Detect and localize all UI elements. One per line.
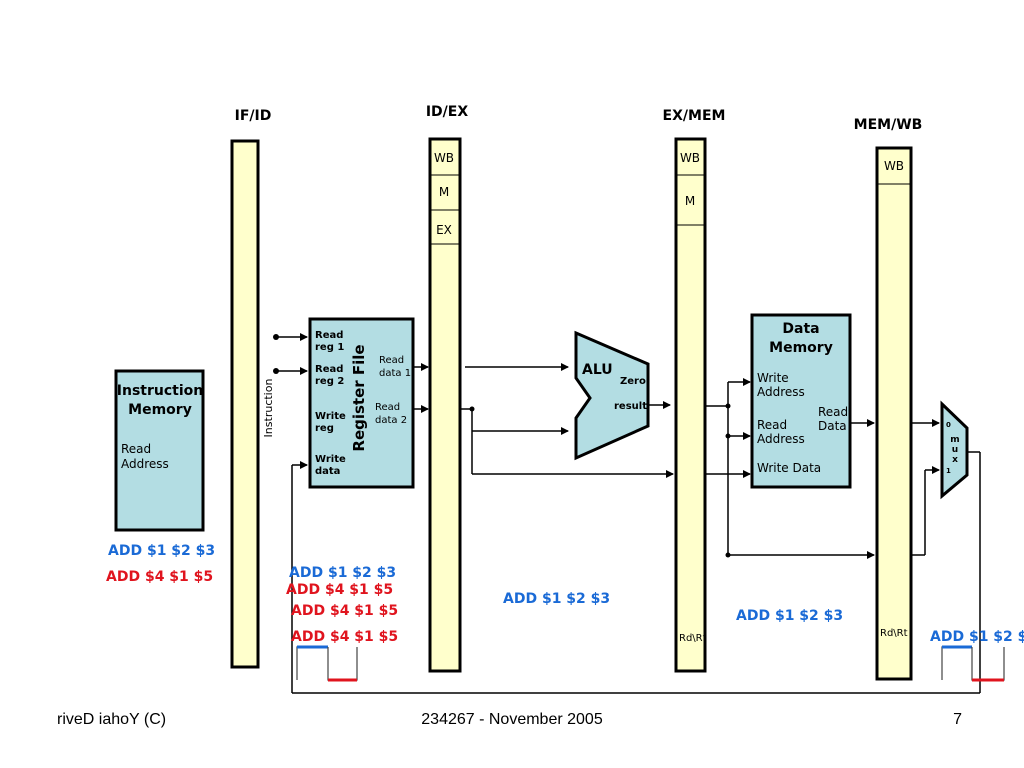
register-file-outputs <box>413 363 429 413</box>
footer-page-number: 7 <box>953 711 962 728</box>
ex-mem-field-wb: WB <box>680 151 700 165</box>
fetch-instruction-red: ADD $4 $1 $5 <box>106 569 213 585</box>
read-address-label-2: Address <box>757 432 805 446</box>
id-ex-bar <box>428 137 462 673</box>
instruction-memory: Instruction Memory Read Address <box>114 369 205 532</box>
mem-wb-bar <box>875 146 913 681</box>
instruction-memory-title-2: Memory <box>128 402 192 418</box>
if-id-register: IF/ID <box>230 108 272 669</box>
decode-instruction-red-2: ADD $4 $1 $5 <box>291 603 398 619</box>
write-data-label-2: data <box>315 466 340 477</box>
ex-mem-rd-label: Rd\Rt <box>679 633 707 644</box>
writeback-wires <box>291 419 981 694</box>
alu-zero-label: Zero <box>620 376 646 387</box>
if-id-bar <box>230 139 260 669</box>
write-data-label-1: Write <box>315 454 346 465</box>
footer-center: 234267 - November 2005 <box>421 711 603 728</box>
read-data-label-1: Read <box>818 405 848 419</box>
read-address-label-1: Read <box>757 418 787 432</box>
execute-instruction-blue: ADD $1 $2 $3 <box>503 591 610 607</box>
execute-wires <box>460 363 674 478</box>
id-ex-field-m: M <box>439 185 449 199</box>
instruction-memory-box <box>114 369 205 532</box>
mem-wb-label: MEM/WB <box>854 117 923 133</box>
id-ex-register: ID/EX WB M EX <box>426 104 469 673</box>
data-memory-title-1: Data <box>782 321 819 337</box>
mem-wb-field-wb: WB <box>884 159 904 173</box>
decode-instruction-blue: ADD $1 $2 $3 <box>289 565 396 581</box>
mux-in1-label: 1 <box>946 467 951 475</box>
read-reg2-label-2: reg 2 <box>315 376 344 387</box>
clock-waveform-left <box>296 645 358 682</box>
id-ex-label: ID/EX <box>426 104 469 120</box>
decode-instruction-red-3: ADD $4 $1 $5 <box>291 629 398 645</box>
if-id-label: IF/ID <box>235 108 272 124</box>
register-file-box <box>308 317 415 489</box>
footer: riveD iahoY (C) 234267 - November 2005 7 <box>57 711 962 728</box>
data-memory: Data Memory Write Address Read Address W… <box>750 313 852 489</box>
write-address-label-2: Address <box>757 385 805 399</box>
mem-wb-register: MEM/WB WB Rd\Rt <box>854 117 923 681</box>
write-data-mem-label: Write Data <box>757 461 821 475</box>
mux-shape <box>940 400 969 500</box>
instruction-memory-title-1: Instruction <box>117 383 203 399</box>
read-data1-label-1: Read <box>379 355 404 366</box>
memory-instruction-blue: ADD $1 $2 $3 <box>736 608 843 624</box>
write-address-label-1: Write <box>757 371 789 385</box>
ex-mem-label: EX/MEM <box>663 108 726 124</box>
mux-label-u: u <box>952 445 958 455</box>
read-reg2-label-1: Read <box>315 364 343 375</box>
mux-label-x: x <box>952 455 958 465</box>
read-data-label-2: Data <box>818 419 847 433</box>
ex-mem-field-m: M <box>685 194 695 208</box>
data-memory-title-2: Memory <box>769 340 833 356</box>
id-ex-field-ex: EX <box>436 223 452 237</box>
alu: ALU Zero result <box>574 330 650 461</box>
register-file-title: Register File <box>350 344 368 451</box>
write-reg-label-2: reg <box>315 423 334 434</box>
decode-instruction-red-1: ADD $4 $1 $5 <box>286 582 393 598</box>
read-data2-label-2: data 2 <box>375 415 407 426</box>
instruction-labels: ADD $1 $2 $3 ADD $4 $1 $5 ADD $1 $2 $3 A… <box>106 543 1024 645</box>
id-ex-field-wb: WB <box>434 151 454 165</box>
alu-shape <box>574 330 650 461</box>
clock-waveform-right <box>941 645 1005 682</box>
instruction-memory-read-2: Address <box>121 457 169 471</box>
mem-wb-rd-label: Rd\Rt <box>880 628 908 639</box>
register-file-inputs <box>273 333 308 469</box>
data-memory-box <box>750 313 852 489</box>
write-back-mux: 0 1 m u x <box>940 400 969 500</box>
ex-mem-register: EX/MEM WB M Rd\Rt <box>663 108 726 673</box>
register-file: Register File Read reg 1 Read reg 2 Writ… <box>308 317 415 489</box>
instruction-wire-label: Instruction <box>262 379 275 438</box>
ex-mem-bar <box>674 137 707 673</box>
write-reg-label-1: Write <box>315 411 346 422</box>
read-data1-label-2: data 1 <box>379 368 411 379</box>
read-data2-label-1: Read <box>375 402 400 413</box>
writeback-instruction-blue: ADD $1 $2 $3 <box>930 629 1024 645</box>
fetch-instruction-blue: ADD $1 $2 $3 <box>108 543 215 559</box>
mux-label-m: m <box>950 435 959 445</box>
alu-result-label: result <box>614 401 647 412</box>
read-reg1-label-1: Read <box>315 330 343 341</box>
alu-label: ALU <box>582 362 613 378</box>
mux-in0-label: 0 <box>946 421 951 429</box>
memory-wires <box>705 378 875 559</box>
read-reg1-label-2: reg 1 <box>315 342 344 353</box>
footer-left: riveD iahoY (C) <box>57 711 166 728</box>
instruction-memory-read-1: Read <box>121 442 151 456</box>
